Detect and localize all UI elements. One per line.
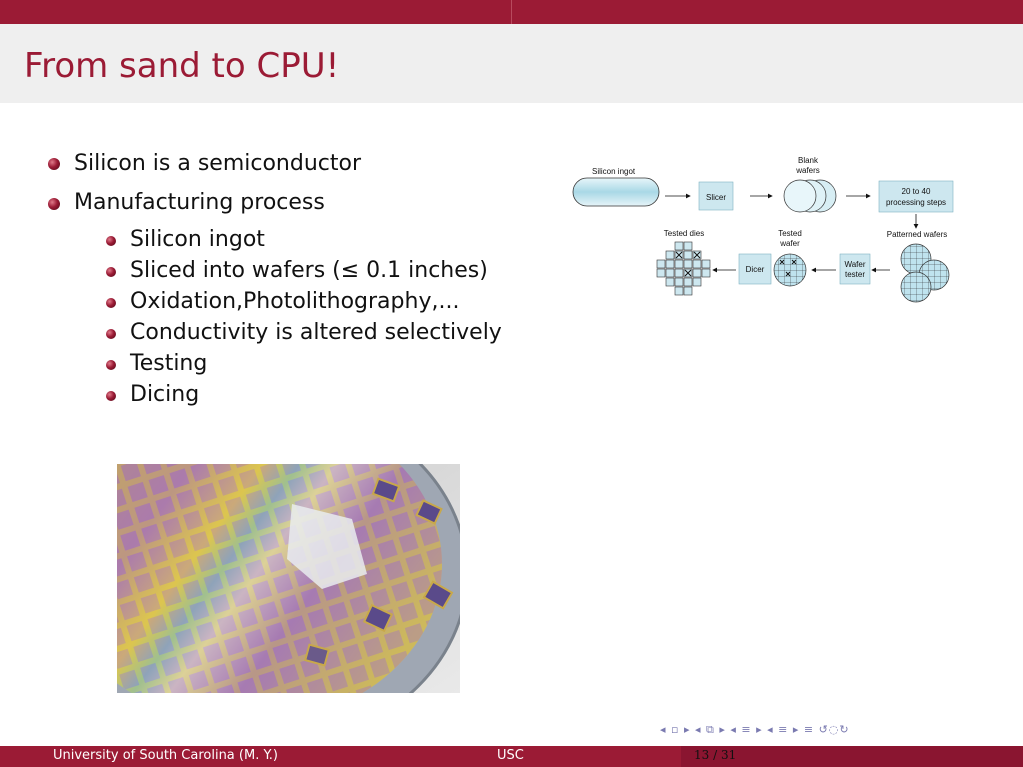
- die-square: [683, 250, 693, 260]
- label-processing-2: processing steps: [886, 198, 946, 207]
- die-square: [701, 259, 711, 269]
- die-square: [674, 268, 684, 278]
- die-square: [692, 268, 702, 278]
- defect-marks: [779, 259, 797, 277]
- sub-bullet-item: Sliced into wafers (≤ 0.1 inches): [130, 258, 488, 283]
- die-square: [665, 250, 675, 260]
- bullet-item: Manufacturing process: [74, 190, 325, 215]
- die-square: [674, 259, 684, 269]
- bullet-item: Silicon is a semiconductor: [74, 151, 362, 176]
- footer-page-number: 13 / 31: [694, 748, 737, 762]
- die-square: [674, 277, 684, 287]
- die-defect-mark: [684, 269, 692, 277]
- die-square: [683, 241, 693, 251]
- silicon-ingot-shape: [572, 177, 660, 207]
- footer-author: University of South Carolina (M. Y.): [53, 748, 278, 763]
- die-square: [665, 277, 675, 287]
- die-defect-mark: [693, 251, 701, 259]
- wafer-tester-box: [839, 253, 871, 285]
- label-wafer-tester-1: Wafer: [844, 260, 865, 269]
- sub-bullet-item: Testing: [130, 351, 208, 376]
- footer-institute: USC: [497, 748, 524, 763]
- sub-bullet-item: Oxidation,Photolithography,...: [130, 289, 460, 314]
- label-tested-dies: Tested dies: [664, 229, 704, 238]
- processing-steps-box: [878, 180, 954, 213]
- label-silicon-ingot: Silicon ingot: [592, 167, 636, 176]
- die-square: [674, 286, 684, 296]
- sub-bullet-item: Silicon ingot: [130, 227, 265, 252]
- top-header-bar: [0, 0, 1023, 24]
- die-square: [692, 277, 702, 287]
- title-bar: [0, 24, 1023, 103]
- die-square: [683, 259, 693, 269]
- sub-bullet-ball-icon: [106, 236, 116, 246]
- bullet-ball-icon: [48, 198, 60, 210]
- manufacturing-flow-diagram: Silicon ingot Slicer Blank wafers 20 to …: [572, 156, 954, 303]
- label-blank-wafers-2: wafers: [795, 166, 820, 175]
- bullet-ball-icon: [48, 158, 60, 170]
- slicer-box: [698, 181, 734, 211]
- die-square: [656, 259, 666, 269]
- sub-bullet-ball-icon: [106, 267, 116, 277]
- header-divider: [511, 0, 512, 24]
- label-dicer: Dicer: [746, 265, 765, 274]
- label-patterned-wafers: Patterned wafers: [887, 230, 947, 239]
- wafer-photo: [117, 464, 460, 693]
- die-square: [656, 268, 666, 278]
- patterned-wafer: [900, 271, 932, 303]
- sub-bullet-ball-icon: [106, 391, 116, 401]
- die-defect-mark: [675, 251, 683, 259]
- wafer-image: [117, 464, 460, 693]
- sub-bullet-item: Conductivity is altered selectively: [130, 320, 502, 345]
- die-square: [701, 268, 711, 278]
- tested-dies-grid: [656, 241, 711, 296]
- tested-wafer: [773, 253, 807, 287]
- die-square: [683, 286, 693, 296]
- label-wafer-tester-2: tester: [845, 270, 865, 279]
- sub-bullet-ball-icon: [106, 298, 116, 308]
- sub-bullet-ball-icon: [106, 360, 116, 370]
- sub-bullet-item: Dicing: [130, 382, 200, 407]
- beamer-navigation[interactable]: ◂ ▫ ▸ ◂ ⧉ ▸ ◂ ≡ ▸ ◂ ≡ ▸ ≡ ↺◌↻: [660, 723, 850, 736]
- slide-title: From sand to CPU!: [24, 46, 340, 86]
- die-square: [692, 259, 702, 269]
- label-tested-wafer-2: wafer: [779, 239, 800, 248]
- die-square: [674, 241, 684, 251]
- die-square: [665, 268, 675, 278]
- label-tested-wafer-1: Tested: [778, 229, 802, 238]
- footer-bar: University of South Carolina (M. Y.) USC…: [0, 746, 1023, 767]
- label-processing-1: 20 to 40: [902, 187, 931, 196]
- die-square: [683, 277, 693, 287]
- sub-bullet-ball-icon: [106, 329, 116, 339]
- label-blank-wafers-1: Blank: [798, 156, 819, 165]
- die-square: [665, 259, 675, 269]
- blank-wafer: [783, 179, 817, 213]
- label-slicer: Slicer: [706, 193, 726, 202]
- dicer-box: [738, 253, 772, 285]
- footer-page-segment: [681, 746, 1023, 767]
